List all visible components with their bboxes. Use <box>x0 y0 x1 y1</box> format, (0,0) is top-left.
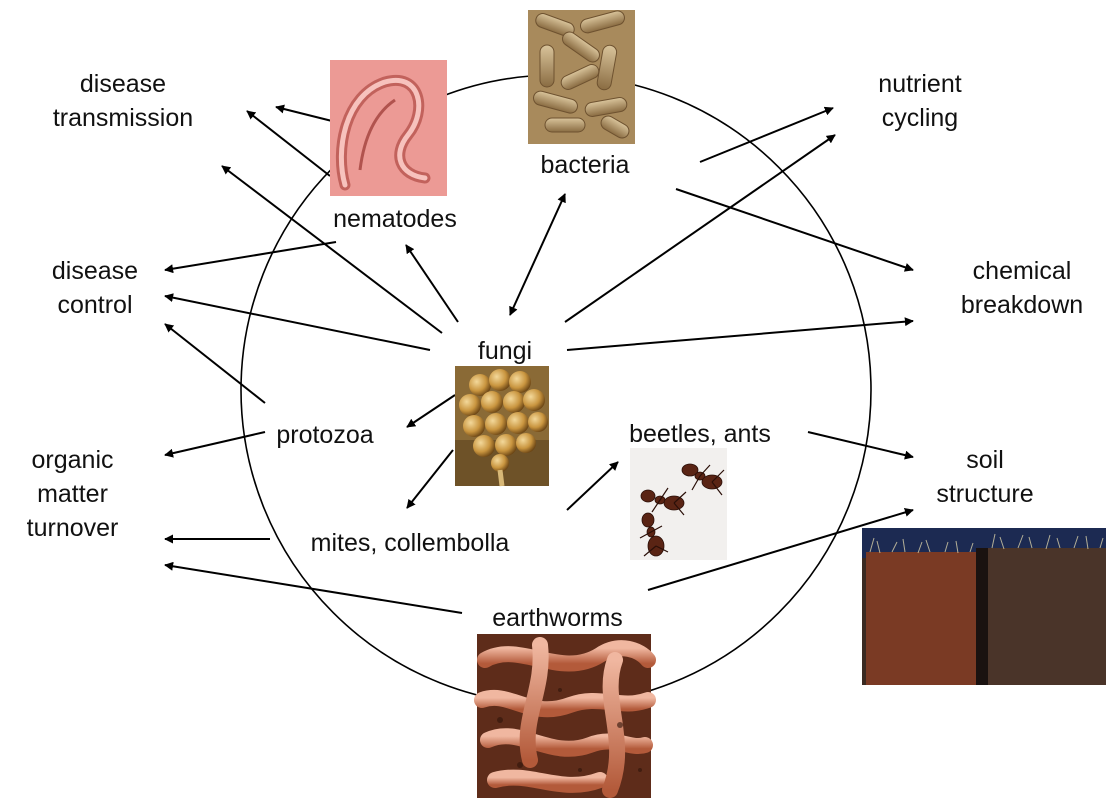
arrow-beetles-to-soil-structure <box>808 432 913 457</box>
nematodes-text: nematodes <box>315 202 475 236</box>
disease-control-line2: control <box>25 288 165 322</box>
beetles-ants-label: beetles, ants <box>610 417 790 451</box>
earthworms-text: earthworms <box>470 601 645 635</box>
chemical-breakdown-line1: chemical <box>942 254 1102 288</box>
mites-collembolla-label: mites, collembolla <box>285 526 535 560</box>
disease-transmission-label: disease transmission <box>28 67 218 135</box>
beetles-ants-text: beetles, ants <box>610 417 790 451</box>
disease-control-line1: disease <box>25 254 165 288</box>
ants-photo <box>630 448 727 560</box>
arrow-fungi-to-mites <box>407 450 453 508</box>
arrow-fungi-to-chemical-breakdown <box>567 321 913 350</box>
fungi-text: fungi <box>465 334 545 368</box>
soil-photo <box>862 528 1106 685</box>
disease-control-label: disease control <box>25 254 165 322</box>
nutrient-cycling-line1: nutrient <box>860 67 980 101</box>
earthworms-photo <box>477 634 651 798</box>
disease-transmission-line1: disease <box>28 67 218 101</box>
mites-collembolla-text: mites, collembolla <box>285 526 535 560</box>
arrow-nematodes-to-disease-control <box>165 242 336 270</box>
nematodes-label: nematodes <box>315 202 475 236</box>
arrow-nematode-to-disease-transmission-2 <box>247 111 330 176</box>
disease-transmission-line2: transmission <box>28 101 218 135</box>
protozoa-text: protozoa <box>260 418 390 452</box>
organic-matter-turnover-label: organic matter turnover <box>5 443 140 545</box>
arrow-nematode-to-disease-transmission <box>276 107 332 121</box>
arrow-bacteria-to-chemical-breakdown <box>676 189 913 270</box>
organic-matter-line3: turnover <box>5 511 140 545</box>
arrow-protozoa-to-disease-control <box>165 324 265 403</box>
protozoa-label: protozoa <box>260 418 390 452</box>
arrow-earthworms-to-organic-matter <box>165 565 462 613</box>
nematode-photo <box>330 60 447 196</box>
soil-structure-label: soil structure <box>915 443 1055 511</box>
bacteria-text: bacteria <box>530 148 640 182</box>
arrow-fungi-to-disease-control <box>165 296 430 350</box>
organic-matter-line1: organic <box>5 443 140 477</box>
arrow-protozoa-to-organic-matter <box>165 432 265 455</box>
chemical-breakdown-label: chemical breakdown <box>942 254 1102 322</box>
soil-structure-line2: structure <box>915 477 1055 511</box>
arrow-fungi-bacteria-bidirectional <box>510 194 565 315</box>
organic-matter-line2: matter <box>5 477 140 511</box>
arrow-mites-to-beetles <box>567 462 618 510</box>
arrow-bacteria-to-nutrient-cycling <box>700 108 833 162</box>
bacteria-label: bacteria <box>530 148 640 182</box>
chemical-breakdown-line2: breakdown <box>942 288 1102 322</box>
nutrient-cycling-line2: cycling <box>860 101 980 135</box>
soil-structure-line1: soil <box>915 443 1055 477</box>
earthworms-label: earthworms <box>470 601 645 635</box>
bacteria-photo <box>528 9 635 144</box>
arrow-fungi-to-protozoa <box>407 395 455 427</box>
fungi-label: fungi <box>465 334 545 368</box>
fungi-photo <box>455 366 549 486</box>
nutrient-cycling-label: nutrient cycling <box>860 67 980 135</box>
